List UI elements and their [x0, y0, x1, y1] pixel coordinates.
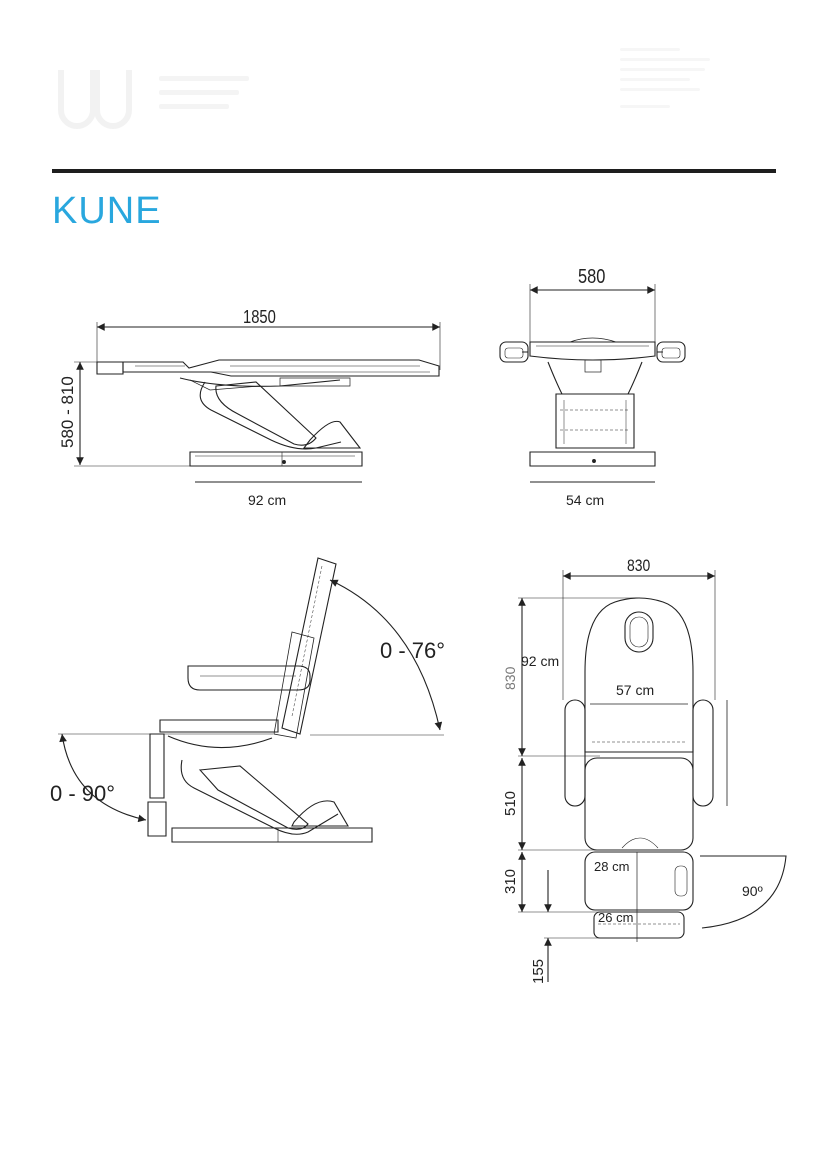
front-view-drawing — [499, 284, 686, 483]
top-leg-section-label: 155 — [530, 958, 547, 984]
front-width-label: 580 — [578, 266, 606, 288]
company-logo — [55, 62, 255, 134]
reclined-view-drawing — [58, 557, 444, 843]
contact-block — [620, 48, 715, 138]
top-width-label: 830 — [627, 556, 651, 575]
product-title: KUNE — [52, 190, 162, 232]
head-inner-label: 92 cm — [521, 653, 560, 669]
top-view-drawing — [518, 570, 787, 982]
seat-width-label: 28 cm — [594, 859, 630, 874]
back-width-label: 57 cm — [616, 682, 655, 698]
top-seat-section-label: 310 — [502, 868, 519, 894]
side-length-label: 1850 — [243, 307, 276, 327]
header-rule — [52, 169, 776, 173]
leg-width-label: 26 cm — [598, 910, 634, 925]
front-base-label: 54 cm — [566, 492, 605, 508]
side-base-label: 92 cm — [248, 492, 287, 508]
top-back-section-label: 510 — [502, 790, 519, 816]
side-view-drawing — [74, 322, 441, 483]
rotation-angle-label: 90º — [742, 883, 763, 899]
top-head-section-label: 830 — [502, 666, 518, 690]
legrest-angle-label: 0 - 90° — [50, 781, 116, 806]
backrest-angle-label: 0 - 76° — [380, 638, 446, 663]
logo-mark-icon — [58, 70, 132, 129]
side-height-label: 580 - 810 — [58, 376, 77, 448]
